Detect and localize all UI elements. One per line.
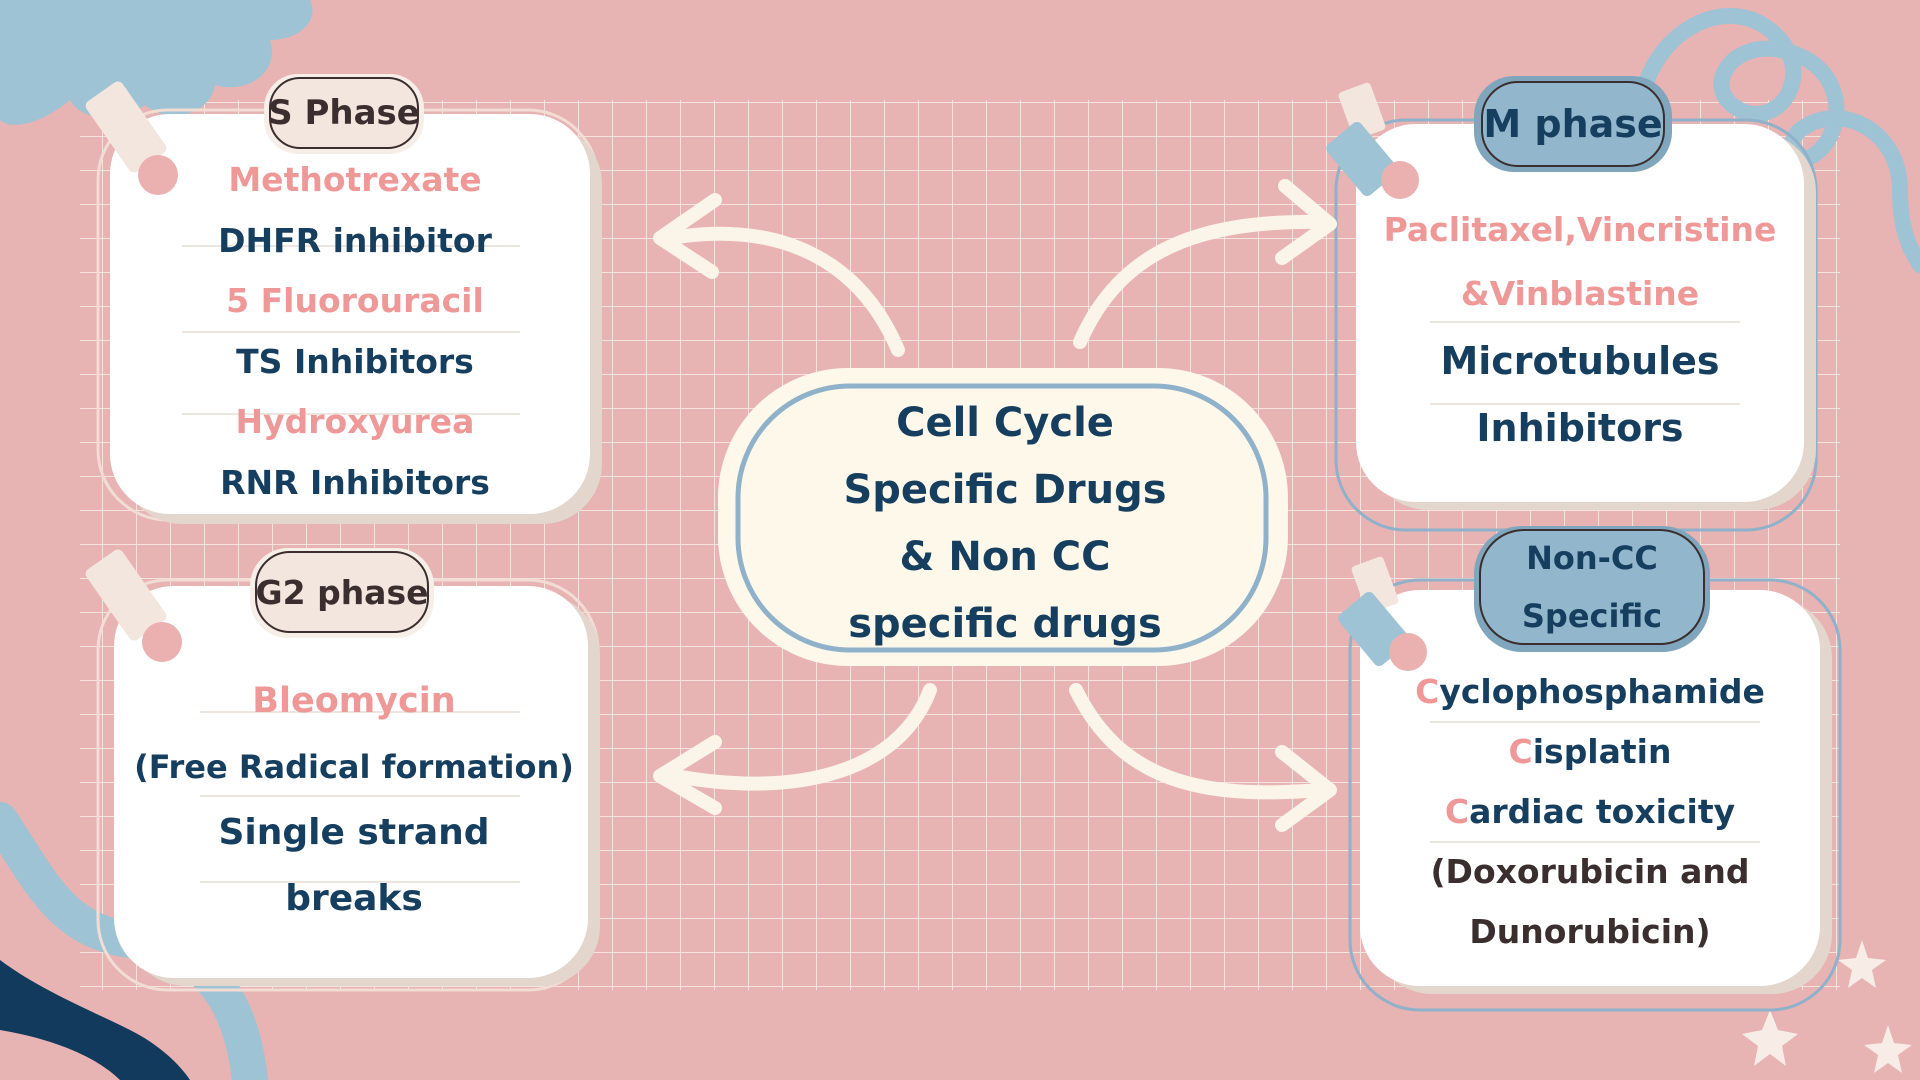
m-phase-tag: M phase [1482, 82, 1664, 166]
s-phase-item: Methotrexate [228, 160, 482, 199]
g2-phase-items: Bleomycin (Free Radical formation) Singl… [124, 668, 584, 932]
s-phase-item: TS Inhibitors [236, 341, 474, 381]
non-cc-item: Cyclophosphamide [1415, 662, 1765, 722]
tape-icon [1326, 82, 1419, 199]
g2-phase-item: breaks [285, 878, 423, 919]
pushpin-icon [85, 549, 182, 662]
non-cc-item-rest: Dunorubicin) [1469, 912, 1711, 951]
tape-icon [1338, 556, 1427, 671]
center-node [718, 368, 1288, 666]
g2-phase-tag-shape [250, 548, 434, 638]
s-phase-item: DHFR inhibitor [218, 220, 492, 260]
g2-phase-item: Bleomycin [252, 681, 456, 721]
center-line-1: Cell Cycle [896, 400, 1114, 446]
m-phase-item: Paclitaxel,Vincristine [1383, 210, 1777, 249]
center-line-4: specific drugs [848, 601, 1162, 647]
g2-phase-item: (Free Radical formation) [134, 748, 574, 786]
non-cc-item-cap: C [1444, 792, 1470, 831]
non-cc-item: Dunorubicin) [1469, 902, 1710, 962]
m-phase-items: Paclitaxel,Vincristine &Vinblastine Micr… [1370, 198, 1790, 460]
g2-phase-tag: G2 phase [255, 552, 429, 632]
non-cc-item-rest: (Doxorubicin and [1430, 852, 1750, 891]
non-cc-item-rest: isplatin [1532, 732, 1672, 771]
g2-phase-card [96, 578, 600, 992]
g2-phase-tag-label: G2 phase [255, 572, 429, 612]
non-cc-items: Cyclophosphamide Cisplatin Cardiac toxic… [1380, 662, 1800, 962]
m-phase-item: &Vinblastine [1460, 274, 1700, 313]
non-cc-item-rest: yclophosphamide [1439, 672, 1765, 711]
s-phase-tag-shape [264, 74, 424, 154]
non-cc-item-rest: ardiac toxicity [1469, 792, 1736, 831]
non-cc-card [1348, 578, 1842, 1012]
m-phase-item: Microtubules [1440, 339, 1720, 383]
m-phase-item: Inhibitors [1476, 406, 1684, 450]
swoosh-navy [0, 960, 190, 1080]
s-phase-tag-label: S Phase [268, 93, 420, 133]
pushpin-icon [85, 81, 178, 195]
g2-phase-item: Single strand [218, 812, 490, 853]
center-line-3: & Non CC [899, 534, 1111, 580]
cloud-blob-icon [0, 0, 313, 125]
non-cc-tag: Non-CC Specific [1480, 530, 1704, 644]
center-text: Cell Cycle Specific Drugs & Non CC speci… [760, 390, 1250, 658]
s-phase-items: Methotrexate DHFR inhibitor 5 Fluorourac… [150, 150, 560, 513]
m-phase-tag-shape [1474, 76, 1672, 172]
m-phase-tag-label: M phase [1483, 102, 1663, 146]
s-phase-item: RNR Inhibitors [220, 462, 490, 502]
non-cc-tag-line2: Specific [1521, 597, 1663, 635]
scribble-icon [1632, 7, 1920, 273]
s-phase-item: 5 Fluorouracil [226, 281, 484, 320]
non-cc-item: (Doxorubicin and [1430, 842, 1749, 902]
non-cc-item-cap: C [1415, 672, 1440, 711]
non-cc-tag-line1: Non-CC [1526, 539, 1658, 577]
card-rules [182, 245, 1760, 883]
arrow-icon [653, 179, 1337, 832]
non-cc-item-cap: C [1508, 732, 1533, 771]
s-phase-item: Hydroxyurea [235, 402, 475, 441]
s-phase-tag: S Phase [268, 78, 420, 148]
non-cc-item: Cisplatin [1509, 722, 1672, 782]
non-cc-item: Cardiac toxicity [1445, 782, 1735, 842]
center-line-2: Specific Drugs [843, 467, 1167, 513]
non-cc-tag-shape [1474, 526, 1710, 652]
star-sparkle-icon [1742, 940, 1912, 1073]
